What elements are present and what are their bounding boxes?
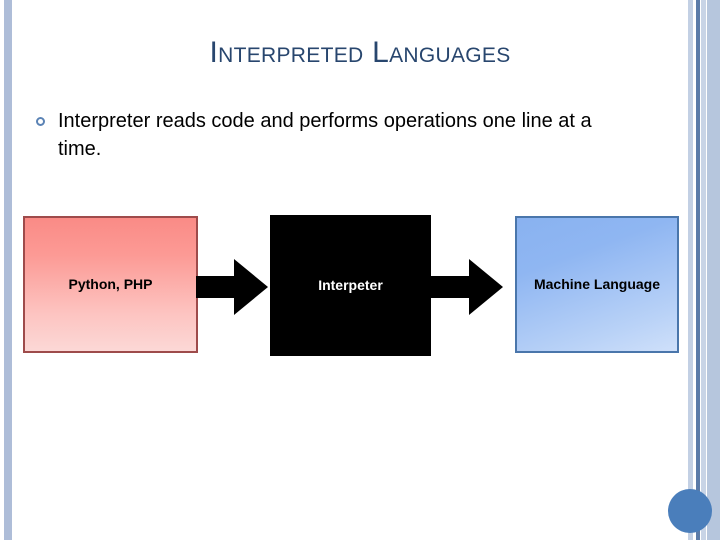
flow-node-process-label: Interpeter	[318, 277, 383, 294]
slide-title: Interpreted Languages	[209, 36, 511, 69]
bullet-item-text: Interpreter reads code and performs oper…	[58, 110, 592, 160]
right-edge-stripe-2	[696, 0, 700, 540]
arrow-source-to-process-icon	[196, 259, 268, 315]
hollow-circle-bullet-icon	[36, 117, 45, 126]
right-edge-stripe-4	[707, 0, 720, 540]
arrow-process-to-target-icon	[431, 259, 503, 315]
flow-node-target-label: Machine Language	[533, 276, 661, 293]
right-edge-stripe-3	[701, 0, 706, 540]
bullet-list-item: Interpreter reads code and performs oper…	[36, 108, 636, 163]
corner-circle-decoration	[668, 489, 712, 533]
flow-node-source: Python, PHP	[23, 216, 198, 353]
right-edge-stripe-1	[688, 0, 693, 540]
flow-node-source-label: Python, PHP	[68, 276, 153, 293]
flow-node-process: Interpeter	[270, 215, 431, 356]
flow-node-target: Machine Language	[515, 216, 679, 353]
left-edge-stripe	[4, 0, 12, 540]
